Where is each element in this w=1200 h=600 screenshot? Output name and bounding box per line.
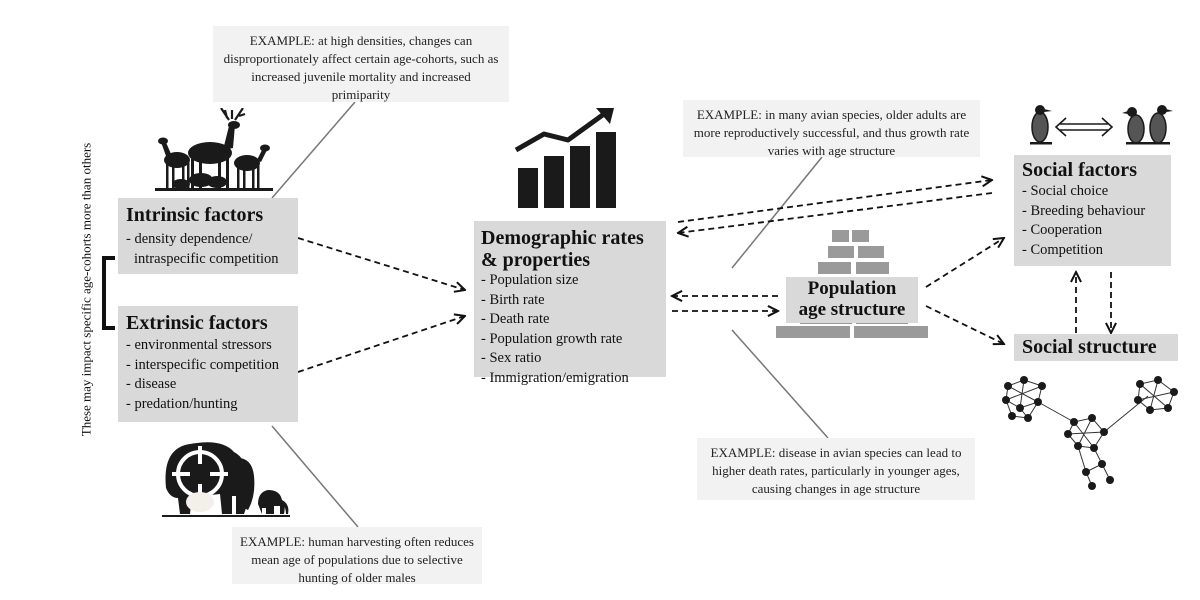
arrow-social-factors-to-demographic bbox=[678, 192, 993, 233]
extrinsic-item: - disease bbox=[126, 376, 177, 392]
social-structure-box: Social structure bbox=[1014, 334, 1178, 361]
demographic-item: - Death rate bbox=[481, 311, 550, 327]
callout-line-top-left bbox=[271, 101, 356, 199]
age-structure-title-line1: Population bbox=[807, 278, 897, 299]
intrinsic-factors-box: Intrinsic factors - density dependence/ … bbox=[118, 198, 298, 274]
intrinsic-factors-title: Intrinsic factors bbox=[126, 204, 264, 226]
arrow-intrinsic-to-demographic bbox=[297, 237, 465, 290]
example-bottom-right: EXAMPLE: disease in avian species can le… bbox=[697, 438, 975, 500]
extrinsic-item: - environmental stressors bbox=[126, 337, 272, 353]
social-factors-item: - Competition bbox=[1022, 241, 1103, 258]
age-structure-title-line2: age structure bbox=[798, 299, 906, 320]
social-factors-item: - Breeding behaviour bbox=[1022, 202, 1146, 219]
social-factors-title: Social factors bbox=[1022, 159, 1137, 181]
social-factors-item: - Social choice bbox=[1022, 183, 1109, 199]
demographic-item: - Population growth rate bbox=[481, 330, 623, 347]
example-bottom-left-text: EXAMPLE: human harvesting often reduces … bbox=[240, 534, 474, 585]
intrinsic-item: - density dependence/ bbox=[126, 231, 253, 247]
elephant-target-icon bbox=[162, 442, 290, 517]
side-note-text: These may impact specific age-cohorts mo… bbox=[78, 142, 94, 437]
social-network-icon bbox=[1002, 376, 1178, 490]
extrinsic-factors-title: Extrinsic factors bbox=[126, 312, 268, 334]
demographic-item: - Sex ratio bbox=[481, 350, 542, 366]
arrow-age-to-social-factors bbox=[925, 238, 1004, 288]
bar-chart-growth-icon bbox=[514, 108, 616, 208]
grouping-bracket bbox=[102, 256, 115, 330]
social-factors-item: - Cooperation bbox=[1022, 222, 1103, 238]
demographic-item: - Birth rate bbox=[481, 291, 545, 308]
extrinsic-factors-box: Extrinsic factors - environmental stress… bbox=[118, 306, 298, 422]
social-factors-box: Social factors - Social choice - Breedin… bbox=[1014, 155, 1171, 266]
example-top-right-text: EXAMPLE: in many avian species, older ad… bbox=[693, 107, 970, 158]
callout-line-bottom-left bbox=[271, 425, 359, 528]
example-top-left: EXAMPLE: at high densities, changes can … bbox=[213, 26, 509, 102]
callout-line-bottom-right bbox=[731, 329, 829, 439]
demographic-rates-box: Demographic rates & properties - Populat… bbox=[474, 221, 666, 386]
example-bottom-right-text: EXAMPLE: disease in avian species can le… bbox=[710, 445, 962, 496]
arrow-extrinsic-to-demographic bbox=[297, 316, 465, 373]
example-top-left-text: EXAMPLE: at high densities, changes can … bbox=[223, 33, 499, 102]
example-top-right: EXAMPLE: in many avian species, older ad… bbox=[683, 100, 980, 158]
deer-herd-icon bbox=[155, 108, 273, 191]
callout-line-top-right bbox=[731, 156, 823, 269]
population-age-structure-box: Population age structure bbox=[786, 277, 918, 323]
demographic-item: - Immigration/emigration bbox=[481, 369, 629, 386]
bird-interaction-icon bbox=[1030, 105, 1173, 145]
demographic-item: - Population size bbox=[481, 272, 579, 288]
intrinsic-item: intraspecific competition bbox=[134, 250, 279, 267]
side-note: These may impact specific age-cohorts mo… bbox=[79, 140, 94, 440]
arrow-demographic-to-social-factors bbox=[677, 180, 992, 223]
extrinsic-item: - interspecific competition bbox=[126, 356, 280, 373]
social-structure-title: Social structure bbox=[1022, 336, 1157, 358]
arrow-age-to-social-structure bbox=[925, 305, 1004, 344]
extrinsic-item: - predation/hunting bbox=[126, 395, 238, 412]
example-bottom-left: EXAMPLE: human harvesting often reduces … bbox=[232, 527, 482, 585]
demographic-title-line1: Demographic rates bbox=[481, 227, 644, 249]
demographic-title-line2: & properties bbox=[481, 249, 591, 271]
